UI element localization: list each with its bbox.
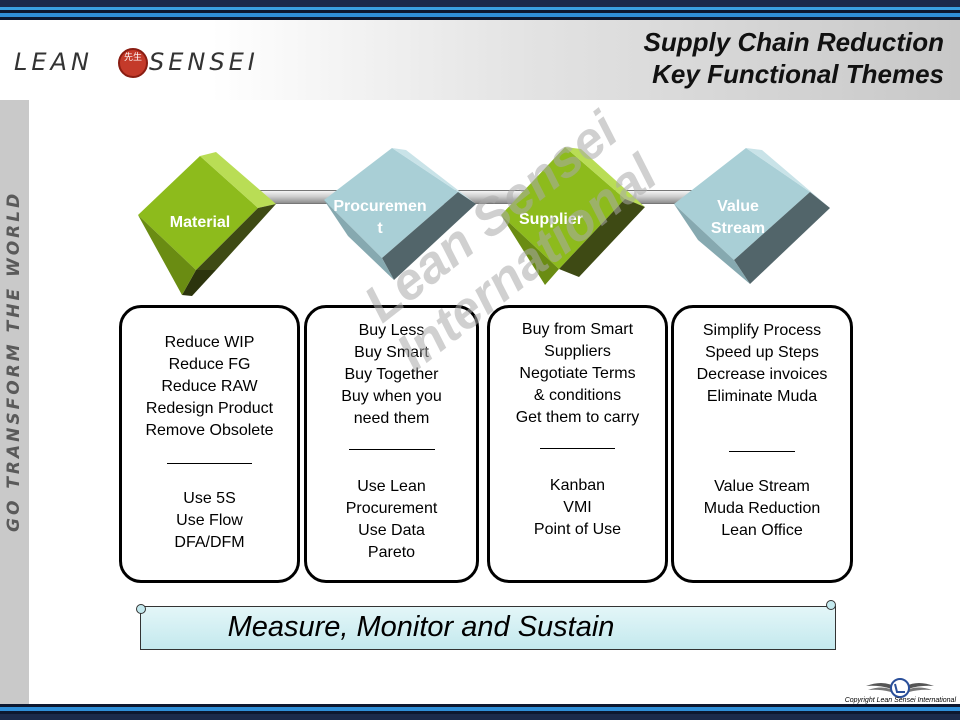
- list-item: Lean Office: [674, 522, 850, 540]
- value-stream-cube: Value Stream: [670, 148, 830, 308]
- supplier-box: Buy from Smart Suppliers Negotiate Terms…: [487, 305, 668, 583]
- list-item: Decrease invoices: [674, 366, 850, 384]
- list-item: need them: [307, 410, 476, 428]
- title-line-1: Supply Chain Reduction: [644, 26, 944, 58]
- list-item: Use Flow: [122, 512, 297, 530]
- list-item: Pareto: [307, 544, 476, 562]
- page-title: Supply Chain Reduction Key Functional Th…: [644, 26, 944, 90]
- list-item: Point of Use: [490, 521, 665, 539]
- list-item: VMI: [490, 499, 665, 517]
- list-item: Simplify Process: [674, 322, 850, 340]
- list-item: Buy when you: [307, 388, 476, 406]
- divider: [349, 449, 435, 450]
- cube-label-line: Stream: [690, 218, 786, 240]
- copyright-text: Copyright Lean Sensei International: [826, 697, 956, 704]
- list-item: Value Stream: [674, 478, 850, 496]
- cube-label-line: t: [318, 218, 442, 240]
- scroll-curl-icon: [136, 604, 146, 614]
- list-item: Buy from Smart: [490, 321, 665, 339]
- value-stream-box: Simplify Process Speed up Steps Decrease…: [671, 305, 853, 583]
- scroll-curl-icon: [826, 600, 836, 610]
- top-stripe: [0, 0, 960, 7]
- list-item: Muda Reduction: [674, 500, 850, 518]
- cube-label-material: Material: [152, 212, 248, 234]
- list-item: Reduce FG: [122, 356, 297, 374]
- list-item: Remove Obsolete: [122, 422, 297, 440]
- banner-text: Measure, Monitor and Sustain: [141, 611, 701, 644]
- cube-label-value-stream: Value Stream: [690, 196, 786, 240]
- bottom-stripe: [0, 714, 960, 720]
- supplier-cube: Supplier: [495, 145, 655, 305]
- cube-label-procurement: Procuremen t: [318, 196, 442, 240]
- procurement-cube: Procuremen t: [318, 148, 478, 308]
- lean-sensei-logo: LEAN 先生 SENSEI: [14, 46, 264, 80]
- list-item: Redesign Product: [122, 400, 297, 418]
- list-item: Use 5S: [122, 490, 297, 508]
- procurement-box: Buy Less Buy Smart Buy Together Buy when…: [304, 305, 479, 583]
- list-item: Procurement: [307, 500, 476, 518]
- list-item: Eliminate Muda: [674, 388, 850, 406]
- title-line-2: Key Functional Themes: [644, 58, 944, 90]
- list-item: DFA/DFM: [122, 534, 297, 552]
- material-box: Reduce WIP Reduce FG Reduce RAW Redesign…: [119, 305, 300, 583]
- list-item: Get them to carry: [490, 409, 665, 427]
- divider: [540, 448, 615, 449]
- list-item: Buy Less: [307, 322, 476, 340]
- divider: [167, 463, 252, 464]
- list-item: Use Data: [307, 522, 476, 540]
- list-item: Reduce RAW: [122, 378, 297, 396]
- divider: [729, 451, 795, 452]
- measure-banner: Measure, Monitor and Sustain: [140, 606, 836, 650]
- logo-lean-text: LEAN: [14, 48, 93, 76]
- list-item: & conditions: [490, 387, 665, 405]
- list-item: Kanban: [490, 477, 665, 495]
- cube-label-supplier: Supplier: [501, 209, 601, 231]
- vertical-slogan: GO TRANSFORM THE WORLD: [4, 242, 26, 532]
- material-cube: Material: [130, 150, 290, 310]
- list-item: Buy Together: [307, 366, 476, 384]
- logo-seal-text: 先生: [120, 53, 146, 63]
- list-item: Negotiate Terms: [490, 365, 665, 383]
- list-item: Speed up Steps: [674, 344, 850, 362]
- list-item: Buy Smart: [307, 344, 476, 362]
- list-item: Use Lean: [307, 478, 476, 496]
- list-item: Reduce WIP: [122, 334, 297, 352]
- cube-label-line: Procuremen: [318, 196, 442, 218]
- logo-sensei-text: SENSEI: [149, 48, 259, 76]
- cube-label-line: Value: [690, 196, 786, 218]
- logo-seal-icon: 先生: [118, 48, 148, 78]
- list-item: Suppliers: [490, 343, 665, 361]
